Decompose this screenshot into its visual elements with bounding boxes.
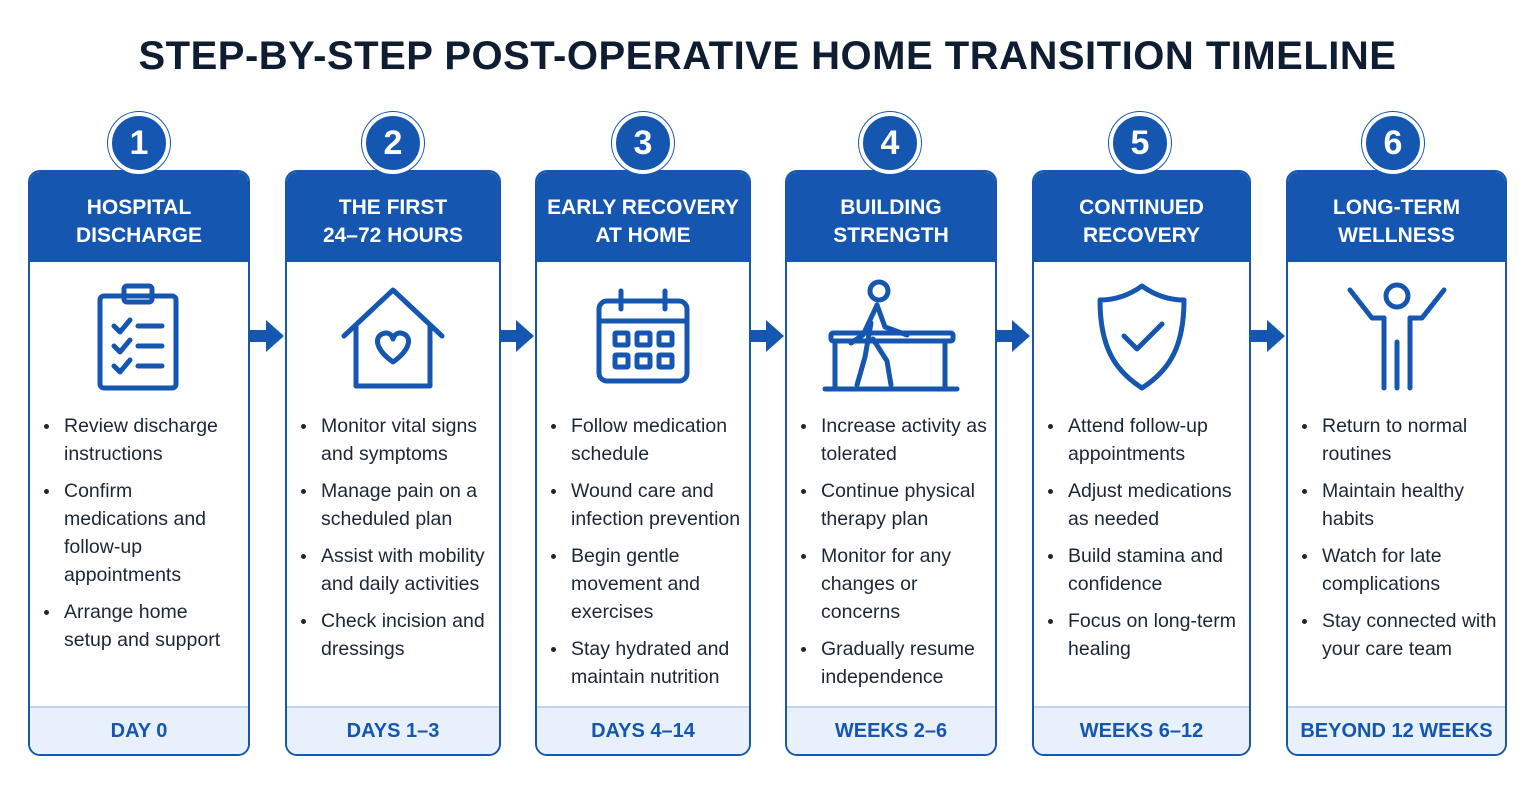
list-item: Build stamina and confidence (1048, 542, 1241, 598)
step-number-badge: 1 (108, 112, 170, 174)
step-number-badge: 2 (362, 112, 424, 174)
list-item: Return to normal routines (1302, 412, 1497, 468)
list-item: Assist with mobility and daily activitie… (301, 542, 491, 598)
list-item: Gradually resume independence (801, 635, 987, 691)
step-timeframe: BEYOND 12 WEEKS (1288, 706, 1505, 754)
step-bullets: Increase activity as tolerated Continue … (787, 412, 995, 691)
step-card: HOSPITAL DISCHARGE Review discharge inst… (28, 170, 250, 756)
step-bullets: Review discharge instructions Confirm me… (30, 412, 248, 654)
arrow-right-icon (996, 316, 1030, 356)
calendar-icon (537, 262, 749, 412)
arrow-right-icon (750, 316, 784, 356)
list-item: Arrange home setup and support (44, 598, 240, 654)
step-bullets: Follow medication schedule Wound care an… (537, 412, 749, 691)
arrow-right-icon (250, 316, 284, 356)
list-item: Adjust medications as needed (1048, 477, 1241, 533)
arrow-right-icon (500, 316, 534, 356)
list-item: Manage pain on a scheduled plan (301, 477, 491, 533)
step-title: CONTINUED RECOVERY (1034, 172, 1249, 262)
clipboard-checklist-icon (30, 262, 248, 412)
list-item: Attend follow-up appointments (1048, 412, 1241, 468)
page-title: STEP-BY-STEP POST-OPERATIVE HOME TRANSIT… (138, 34, 1397, 78)
list-item: Check incision and dressings (301, 607, 491, 663)
step-card: CONTINUED RECOVERY Attend follow-up appo… (1032, 170, 1251, 756)
step-card: EARLY RECOVERY AT HOME Follow medication… (535, 170, 751, 756)
list-item: Monitor vital signs and symptoms (301, 412, 491, 468)
step-number-badge: 6 (1362, 112, 1424, 174)
step-timeframe: WEEKS 6–12 (1034, 706, 1249, 754)
step-title: HOSPITAL DISCHARGE (30, 172, 248, 262)
list-item: Stay connected with your care team (1302, 607, 1497, 663)
step-title: BUILDING STRENGTH (787, 172, 995, 262)
arrow-right-icon (1251, 316, 1285, 356)
step-title: EARLY RECOVERY AT HOME (537, 172, 749, 262)
step-card: LONG-TERM WELLNESS Return to normal rout… (1286, 170, 1507, 756)
step-number-badge: 5 (1109, 112, 1171, 174)
step-timeframe: WEEKS 2–6 (787, 706, 995, 754)
list-item: Continue physical therapy plan (801, 477, 987, 533)
step-timeframe: DAYS 1–3 (287, 706, 499, 754)
list-item: Monitor for any changes or concerns (801, 542, 987, 626)
step-bullets: Attend follow-up appointments Adjust med… (1034, 412, 1249, 663)
list-item: Confirm medications and follow-up appoin… (44, 477, 240, 589)
list-item: Watch for late complications (1302, 542, 1497, 598)
house-heart-icon (287, 262, 499, 412)
list-item: Maintain healthy habits (1302, 477, 1497, 533)
list-item: Wound care and infection prevention (551, 477, 741, 533)
list-item: Begin gentle movement and exercises (551, 542, 741, 626)
step-bullets: Return to normal routines Maintain healt… (1288, 412, 1505, 663)
list-item: Stay hydrated and maintain nutrition (551, 635, 741, 691)
step-bullets: Monitor vital signs and symptoms Manage … (287, 412, 499, 663)
person-arms-raised-icon (1288, 262, 1505, 412)
step-number-badge: 4 (859, 112, 921, 174)
list-item: Increase activity as tolerated (801, 412, 987, 468)
list-item: Follow medication schedule (551, 412, 741, 468)
shield-check-icon (1034, 262, 1249, 412)
list-item: Focus on long-term healing (1048, 607, 1241, 663)
walking-parallel-bars-icon (787, 262, 995, 412)
step-timeframe: DAY 0 (30, 706, 248, 754)
step-title: LONG-TERM WELLNESS (1288, 172, 1505, 262)
step-title: THE FIRST 24–72 HOURS (287, 172, 499, 262)
step-timeframe: DAYS 4–14 (537, 706, 749, 754)
step-card: BUILDING STRENGTH Increase activity as (785, 170, 997, 756)
list-item: Review discharge instructions (44, 412, 240, 468)
step-number-badge: 3 (612, 112, 674, 174)
step-card: THE FIRST 24–72 HOURS Monitor vital sign… (285, 170, 501, 756)
